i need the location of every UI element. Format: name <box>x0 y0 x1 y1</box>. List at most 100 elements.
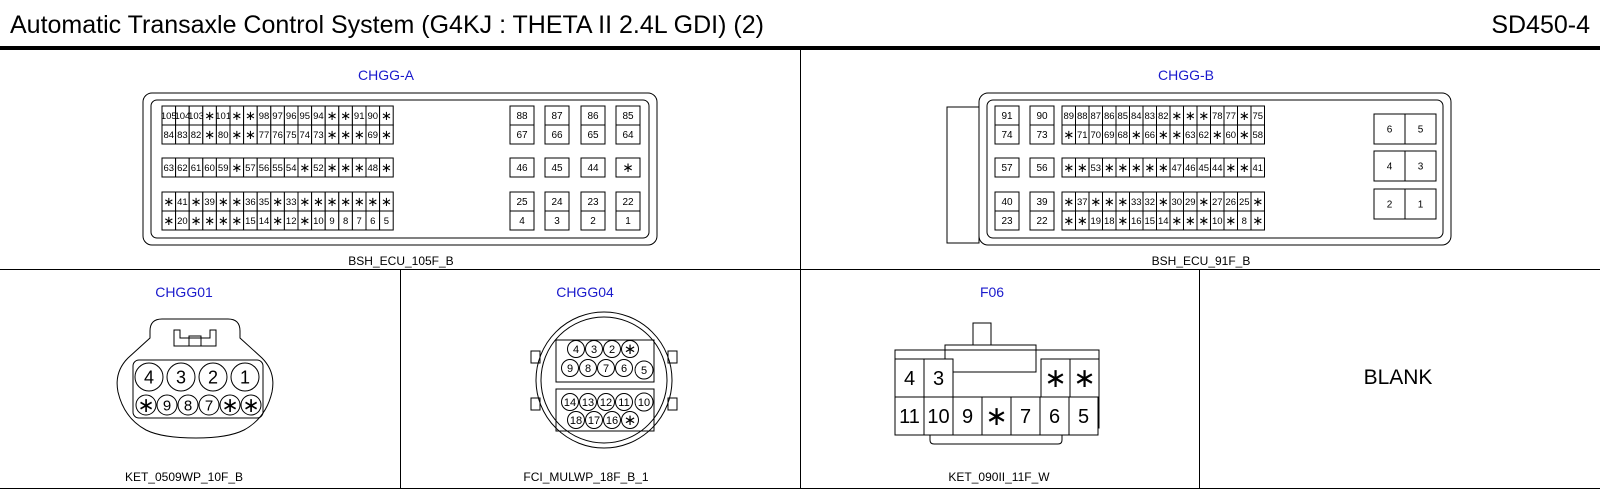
mounting-tab <box>667 397 678 411</box>
pin-label: ∗ <box>327 127 338 142</box>
pin-label: ∗ <box>231 108 242 123</box>
pin-label: ∗ <box>1252 213 1263 228</box>
pin-label: ∗ <box>218 213 229 228</box>
pin-cell <box>1029 210 1055 231</box>
pin-label: 65 <box>587 130 599 141</box>
pin-label: 5 <box>384 216 389 227</box>
pin-label: 47 <box>1171 163 1182 174</box>
pin-cell <box>219 394 241 416</box>
pin-label: 15 <box>245 216 256 227</box>
pin-label: ∗ <box>1144 160 1155 175</box>
pin-cell <box>509 157 535 178</box>
pin-label: 104 <box>174 111 190 122</box>
pin-cell <box>981 396 1012 436</box>
pin-cell <box>1039 396 1070 436</box>
pin-label: 9 <box>163 397 171 414</box>
pin-label: 62 <box>1198 130 1209 141</box>
pin-label: ∗ <box>367 194 378 209</box>
pin-label: 84 <box>1131 111 1142 122</box>
pin-block-upper <box>555 339 655 383</box>
pin-label: 86 <box>1104 111 1115 122</box>
pin-label: 69 <box>368 130 379 141</box>
pin-label: 4 <box>144 367 154 387</box>
pin-label: 14 <box>259 216 270 227</box>
pin-cell <box>580 157 606 178</box>
pin-label: 10 <box>1212 216 1223 227</box>
pin-label: ∗ <box>1077 213 1088 228</box>
pin-label: 39 <box>204 197 215 208</box>
pin-label: 16 <box>1131 216 1142 227</box>
pin-label: 29 <box>1185 197 1196 208</box>
pin-label: 54 <box>286 163 297 174</box>
pin-label: ∗ <box>381 160 392 175</box>
pin-cell <box>615 124 641 145</box>
pin-label: 37 <box>1077 197 1088 208</box>
pin-label: 2 <box>609 344 615 356</box>
pin-label: 75 <box>286 130 297 141</box>
pin-label: 83 <box>1144 111 1155 122</box>
pin-cell <box>603 411 621 429</box>
pin-label: ∗ <box>243 395 260 417</box>
pin-label: 5 <box>1418 125 1424 136</box>
pin-label: 41 <box>1252 163 1263 174</box>
pin-label: 56 <box>259 163 270 174</box>
pin-label: 24 <box>551 197 563 208</box>
pin-label: 35 <box>259 197 270 208</box>
pin-label: 4 <box>519 216 525 227</box>
pin-label: ∗ <box>1117 213 1128 228</box>
pin-label: 59 <box>218 163 229 174</box>
connector-label: F06 <box>980 284 1004 300</box>
pin-label: 44 <box>1212 163 1223 174</box>
pin-label: ∗ <box>1239 108 1250 123</box>
pin-label: 11 <box>618 397 629 409</box>
pin-label: 19 <box>1090 216 1101 227</box>
pin-cell <box>580 124 606 145</box>
pin-label: 16 <box>606 415 618 427</box>
pin-label: ∗ <box>381 127 392 142</box>
pin-label: 94 <box>313 111 324 122</box>
pin-label: 101 <box>215 111 231 122</box>
pin-cell <box>509 124 535 145</box>
pin-label: 5 <box>1078 406 1089 428</box>
pin-label: 46 <box>516 163 528 174</box>
pin-label: 32 <box>1144 197 1155 208</box>
pin-label: 5 <box>641 365 647 377</box>
pin-label: ∗ <box>163 213 174 228</box>
pin-cell <box>1404 150 1437 182</box>
pin-label: ∗ <box>1252 194 1263 209</box>
pin-label: ∗ <box>381 108 392 123</box>
pin-label: 8 <box>1242 216 1247 227</box>
pin-label: 14 <box>1158 216 1169 227</box>
pin-label: 89 <box>1063 111 1074 122</box>
pin-label: 60 <box>1225 130 1236 141</box>
pin-label: ∗ <box>624 342 636 358</box>
pin-label: ∗ <box>1198 213 1209 228</box>
pin-label: 7 <box>603 363 609 375</box>
pin-label: 33 <box>1131 197 1142 208</box>
pin-label: ∗ <box>1063 213 1074 228</box>
pin-label: ∗ <box>1104 194 1115 209</box>
pin-cell <box>597 393 615 411</box>
pin-label: 85 <box>1117 111 1128 122</box>
pin-label: 73 <box>313 130 324 141</box>
pin-label: ∗ <box>1073 363 1096 393</box>
pin-label: 90 <box>368 111 379 122</box>
pin-cell <box>1250 210 1265 231</box>
pin-label: ∗ <box>1171 108 1182 123</box>
pin-label: ∗ <box>1090 194 1101 209</box>
pin-label: ∗ <box>340 127 351 142</box>
connector-part-number: BSH_ECU_91F_B <box>1152 254 1251 268</box>
pin-label: ∗ <box>1225 213 1236 228</box>
pin-label: ∗ <box>354 194 365 209</box>
pin-label: 44 <box>587 163 599 174</box>
pin-label: 63 <box>164 163 175 174</box>
pin-cell <box>603 340 621 358</box>
connector-label: CHGG-B <box>1158 67 1214 83</box>
pin-label: 73 <box>1036 130 1048 141</box>
pin-label: 45 <box>1198 163 1209 174</box>
pin-cell <box>544 210 570 231</box>
